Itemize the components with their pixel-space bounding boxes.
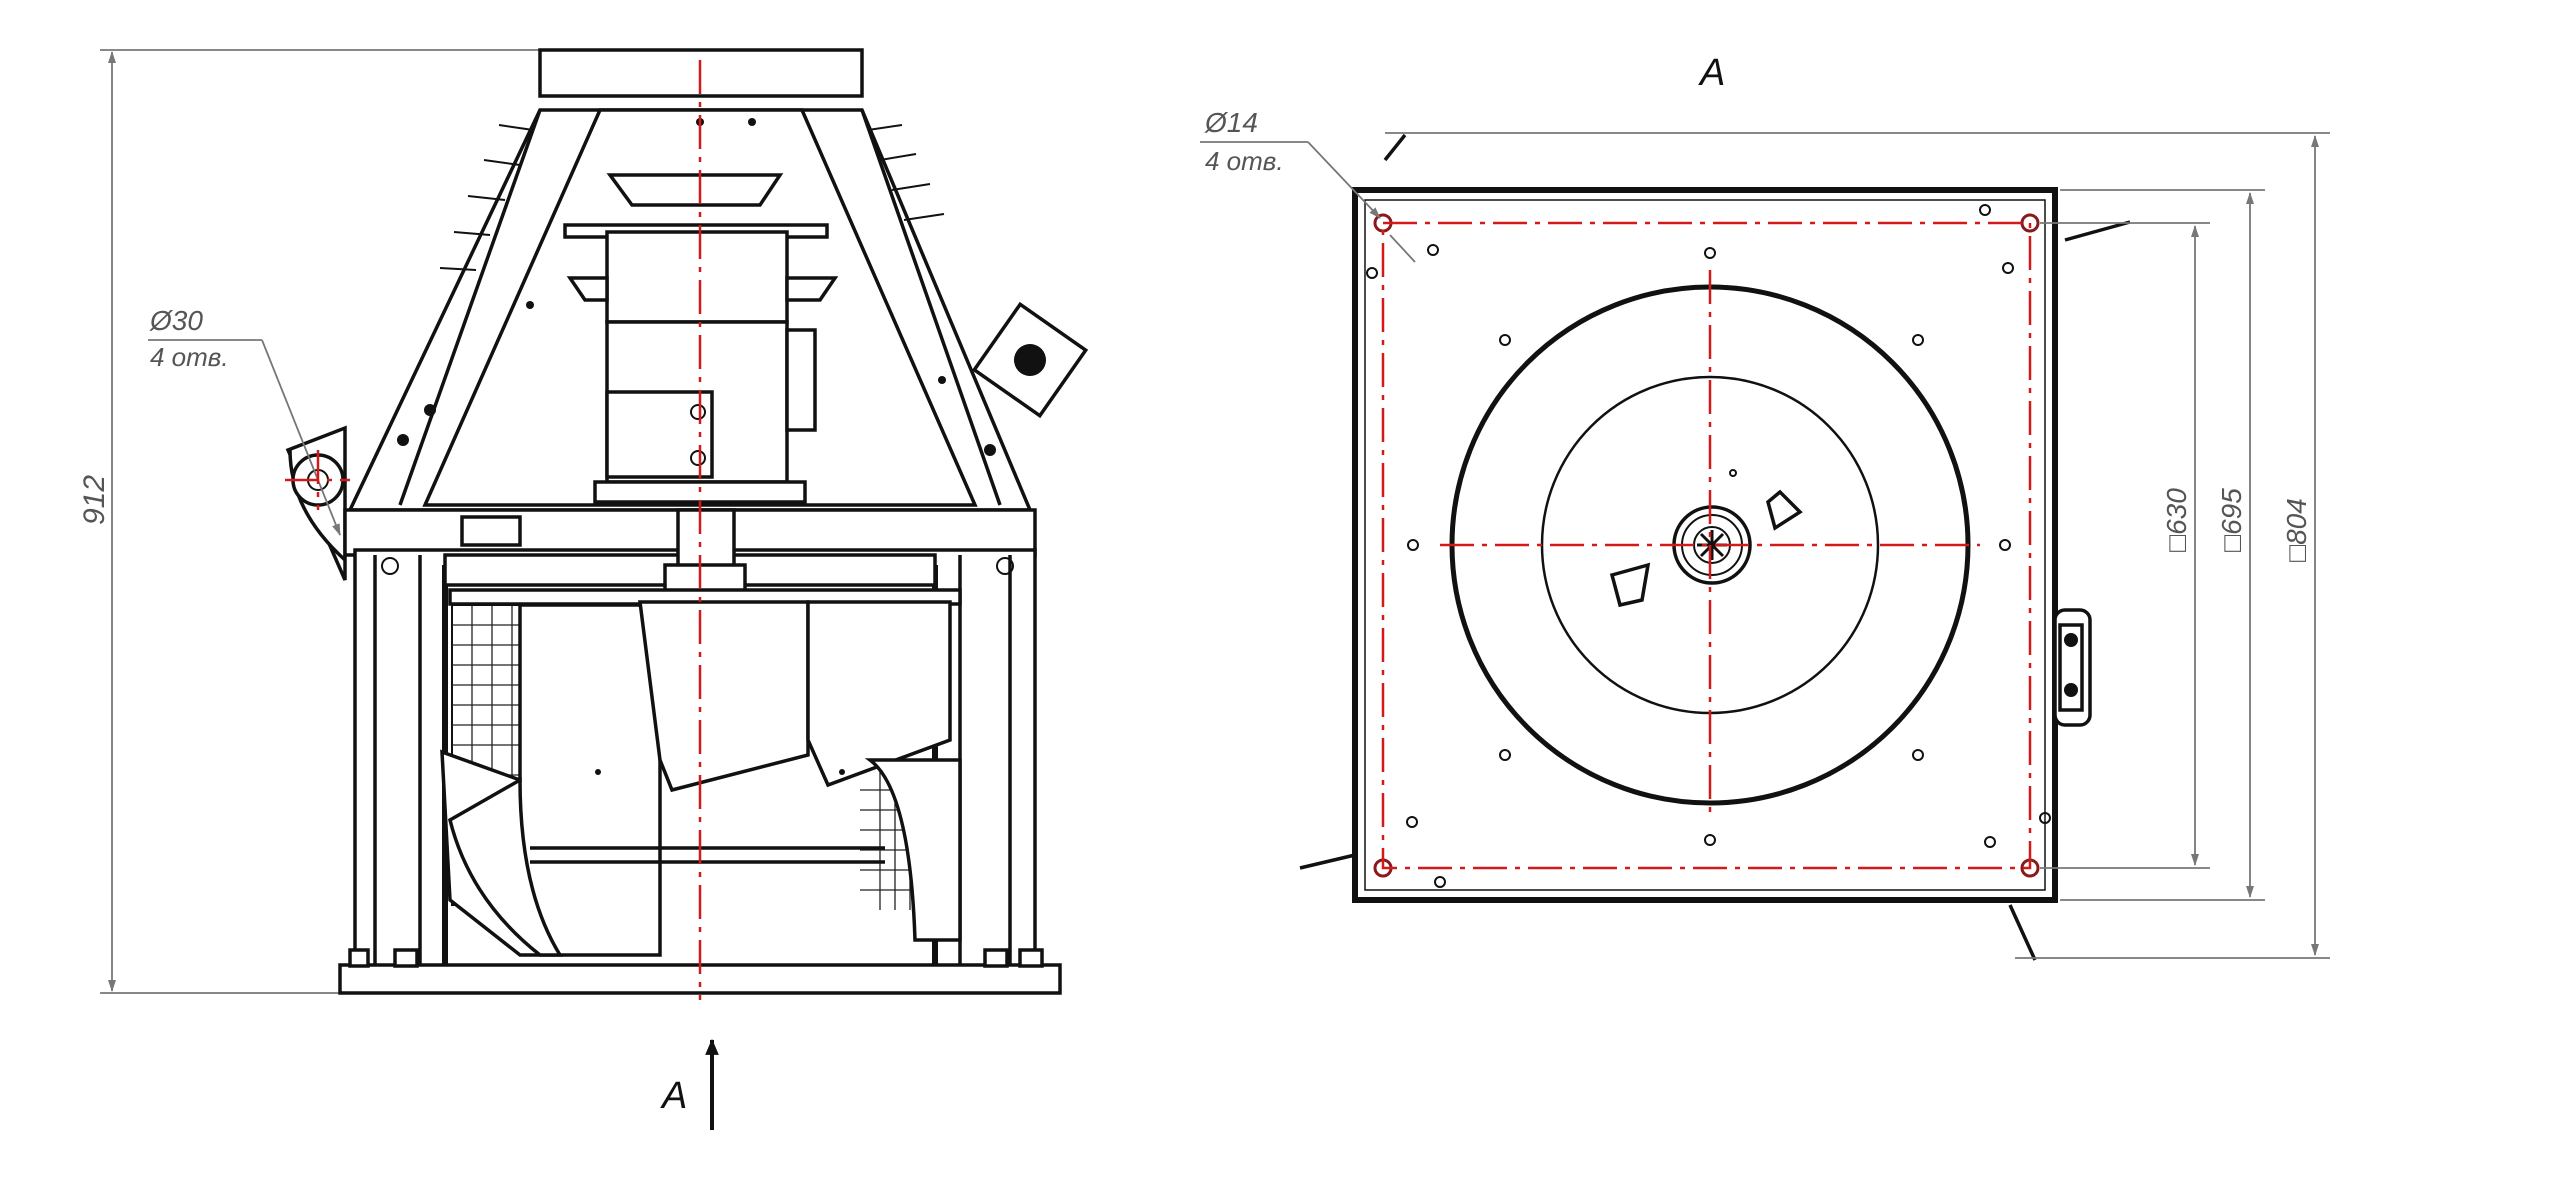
blade-tip-right	[1766, 489, 1803, 531]
dim-630: □630	[2161, 488, 2192, 552]
height-dimension: 912	[78, 49, 545, 994]
plan-dimensions: □630 □695 □804	[1385, 132, 2330, 959]
bolt-circle-square	[1381, 221, 2032, 870]
impeller	[440, 508, 962, 957]
plan-view-title: A	[1698, 52, 1725, 94]
blade-tip-left	[1609, 562, 1651, 608]
d14-label: Ø14	[1204, 107, 1258, 138]
dim-804: □804	[2281, 498, 2312, 562]
base-bolts	[348, 948, 1044, 968]
side-view: 912	[78, 48, 1089, 1130]
view-arrow-label: A	[660, 1075, 687, 1117]
dim-695: □695	[2216, 488, 2247, 552]
junction-box	[971, 301, 1089, 419]
height-dim-label: 912	[78, 475, 111, 525]
d30-label: Ø30	[149, 305, 203, 336]
plan-view: A	[1200, 52, 2330, 961]
motor	[563, 173, 839, 504]
plan-holes	[1366, 204, 2051, 888]
d14-count: 4 отв.	[1205, 146, 1284, 176]
plan-junction-box	[2053, 608, 2092, 727]
hole-callout-d14: Ø14 4 отв.	[1200, 107, 1416, 263]
hole-callout-d30: Ø30 4 отв.	[148, 305, 350, 536]
mounting-lug	[285, 425, 347, 581]
d30-count: 4 отв.	[150, 342, 229, 372]
view-arrow-a: A	[660, 1038, 719, 1130]
plan-fins	[1299, 133, 2131, 961]
